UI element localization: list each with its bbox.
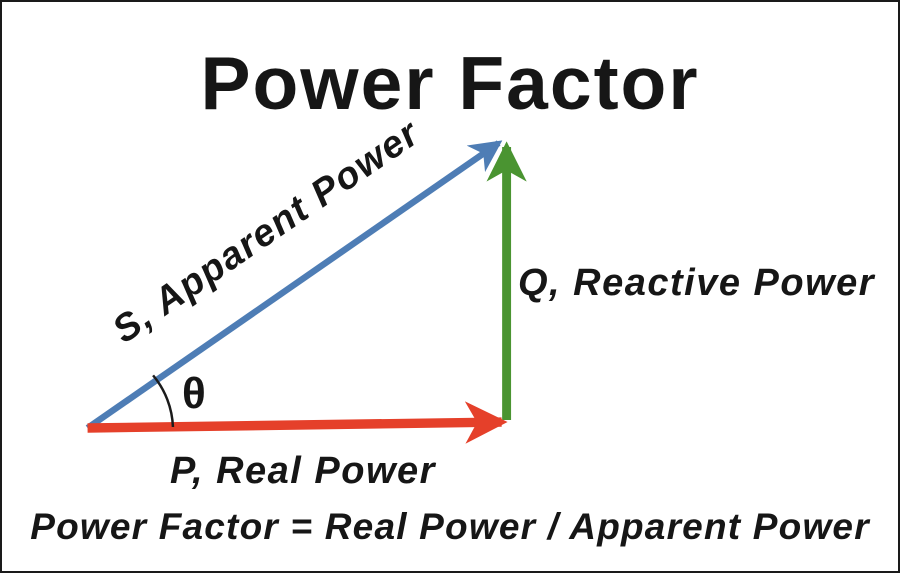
real-power-label: P, Real Power [170,450,436,492]
page-title: Power Factor [200,41,700,125]
theta-angle-symbol: θ [182,369,206,418]
theta-angle-arc [152,374,175,428]
reactive-power-label: Q, Reactive Power [518,262,876,304]
real-power-arrow [87,401,508,444]
power-factor-formula: Power Factor = Real Power / Apparent Pow… [30,506,870,547]
